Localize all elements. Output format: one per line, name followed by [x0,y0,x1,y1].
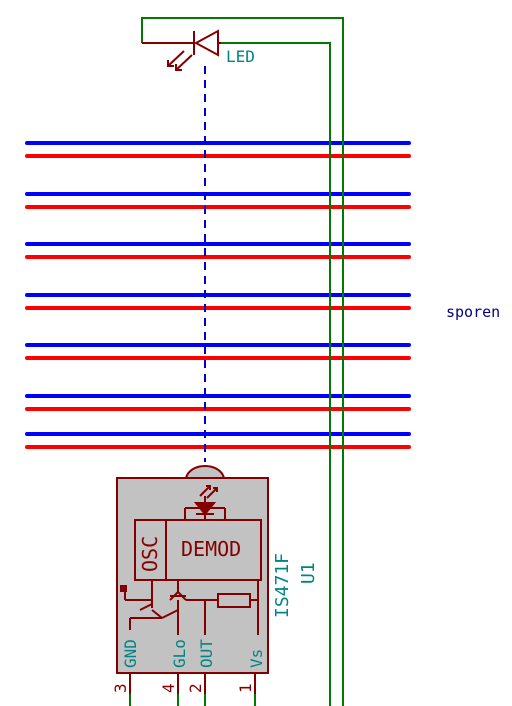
led-wire-outer [141,17,344,706]
pin-number-1: 1 [236,683,255,693]
osc-label: OSC [138,536,162,572]
led-wire-inner [220,42,331,706]
pin-name-gnd: GND [121,639,140,668]
ic-receiver-window [185,465,225,479]
ic-u1 [116,465,269,694]
pin-wires [129,694,256,706]
pin-name-glo: GLo [170,639,189,668]
ic-part-label: IS471F [272,553,293,618]
trace-lines [25,141,411,449]
ic-pins [129,673,256,694]
led-emission-arrows-icon [167,50,193,71]
led-wires [141,17,344,706]
pin-name-vs: Vs [247,649,266,668]
pin-number-2: 2 [186,683,205,693]
led-symbol [142,29,221,71]
pin-number-4: 4 [159,683,178,693]
photodiode-icon [184,485,226,520]
led-label: LED [226,47,255,66]
traces-label: sporen [446,303,500,321]
ic-body [116,477,269,674]
ic-ref-label: U1 [298,562,319,584]
pin-name-out: OUT [197,639,216,668]
demod-block [165,519,262,581]
led-triangle [193,29,219,57]
demod-label: DEMOD [181,537,241,561]
ic-internal-circuit [120,580,259,635]
pin-number-3: 3 [111,683,130,693]
